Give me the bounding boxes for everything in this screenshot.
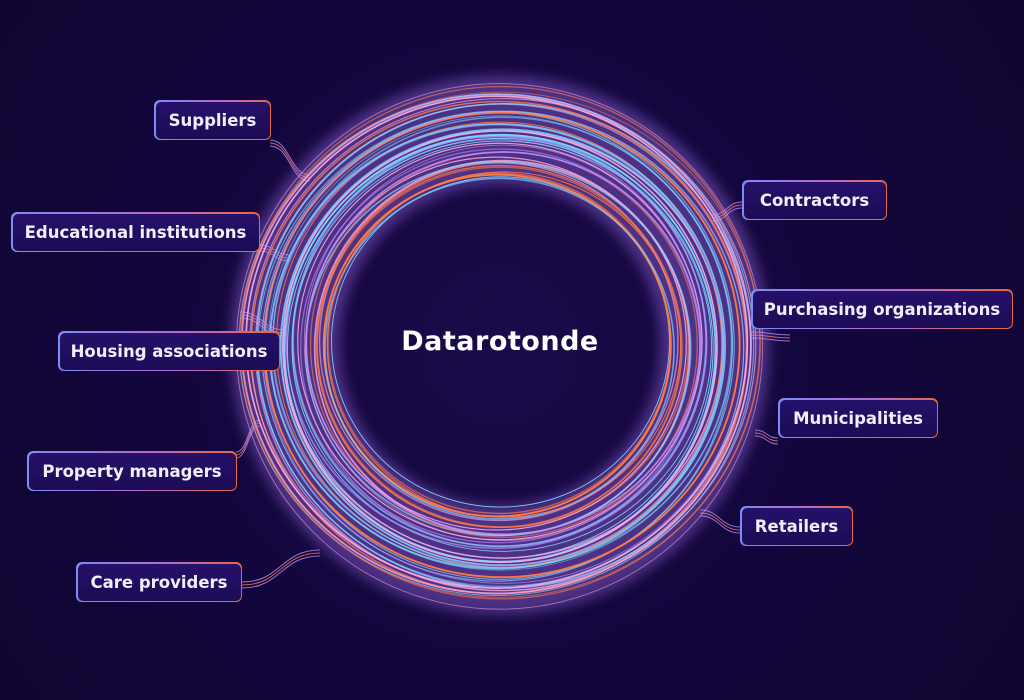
connector-line [754,432,779,442]
connector-line [241,549,321,583]
label-suppliers: Suppliers [154,100,271,140]
ring-strand [324,177,675,520]
connector-line [241,555,321,589]
label-retailers: Retailers [740,506,853,546]
ring-strand [285,135,708,550]
datarotonde-logo: Datarotonde [401,326,599,357]
label-care-providers: Care providers [76,562,242,602]
connector-line [241,552,321,586]
ring-strand [291,140,712,552]
label-housing-associations: Housing associations [58,331,280,371]
ring-strand [322,173,672,518]
connector-line [754,429,779,439]
label-educational-institutions: Educational institutions [11,212,260,252]
connector-line [754,435,779,445]
label-purchasing-organizations: Purchasing organizations [751,289,1013,329]
ring-strand [297,142,703,541]
label-contractors: Contractors [742,180,887,220]
ring-strand [331,176,670,508]
label-property-managers: Property managers [27,451,237,491]
label-municipalities: Municipalities [778,398,938,438]
